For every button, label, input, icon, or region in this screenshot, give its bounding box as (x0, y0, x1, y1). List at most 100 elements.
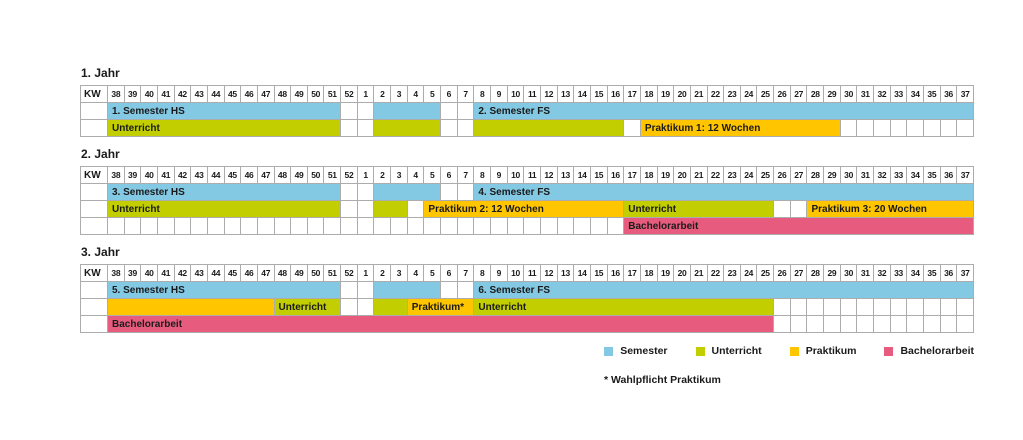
kw-week-cell: 8 (474, 265, 491, 281)
empty-cell (924, 316, 940, 332)
kw-week-cell: 47 (257, 265, 274, 281)
kw-week-cell: 6 (441, 265, 457, 281)
kw-label: KW (81, 86, 107, 102)
legend-label: Unterricht (711, 345, 762, 357)
legend-label: Praktikum (805, 345, 857, 357)
kw-week-cell: 16 (607, 167, 624, 183)
semester-row-label-cell (81, 184, 107, 200)
empty-cell (341, 218, 357, 234)
kw-week-cell: 52 (341, 86, 357, 102)
kw-week-cell: 33 (890, 167, 907, 183)
kw-week-cell: 42 (174, 265, 191, 281)
empty-cell (441, 282, 457, 298)
empty-cell (940, 316, 957, 332)
kw-week-cell: 24 (740, 265, 757, 281)
kw-week-cell: 21 (690, 265, 707, 281)
kw-week-cell: 2 (374, 86, 391, 102)
semester-bar: 2. Semester FS (474, 103, 973, 119)
kw-week-cell: 28 (807, 167, 824, 183)
kw-week-cell: 26 (774, 265, 790, 281)
empty-cell (790, 201, 807, 217)
unterricht-bar (374, 120, 441, 136)
kw-week-cell: 11 (524, 265, 540, 281)
kw-week-cell: 27 (790, 86, 807, 102)
kw-week-cell: 44 (207, 167, 224, 183)
kw-week-cell: 42 (174, 86, 191, 102)
kw-week-cell: 48 (274, 265, 291, 281)
kw-week-cell: 22 (707, 265, 724, 281)
empty-cell (341, 120, 357, 136)
kw-week-cell: 24 (740, 167, 757, 183)
empty-cell (457, 103, 474, 119)
kw-week-cell: 46 (241, 265, 257, 281)
kw-week-cell: 35 (924, 167, 940, 183)
bachelorarbeit-bar: Bachelorarbeit (624, 218, 973, 234)
kw-week-cell: 37 (957, 167, 973, 183)
kw-week-cell: 44 (207, 86, 224, 102)
kw-week-cell: 11 (524, 86, 540, 102)
kw-week-cell: 25 (757, 86, 774, 102)
empty-cell (174, 218, 191, 234)
kw-week-cell: 1 (357, 167, 374, 183)
kw-week-cell: 41 (157, 265, 174, 281)
kw-week-cell: 39 (124, 167, 141, 183)
kw-week-cell: 29 (824, 265, 840, 281)
kw-week-cell: 39 (124, 265, 141, 281)
year-1-title: 1. Jahr (81, 66, 120, 80)
kw-week-cell: 28 (807, 86, 824, 102)
kw-week-cell: 49 (291, 265, 307, 281)
empty-cell (857, 120, 874, 136)
kw-week-cell: 37 (957, 86, 973, 102)
kw-week-cell: 50 (307, 167, 324, 183)
kw-week-cell: 48 (274, 86, 291, 102)
empty-cell (874, 299, 890, 315)
empty-cell (824, 316, 840, 332)
kw-week-cell: 51 (324, 265, 341, 281)
kw-week-cell: 47 (257, 167, 274, 183)
kw-week-cell: 18 (640, 167, 657, 183)
kw-week-cell: 25 (757, 167, 774, 183)
kw-week-cell: 38 (108, 86, 124, 102)
kw-week-cell: 17 (624, 86, 640, 102)
kw-week-cell: 21 (690, 86, 707, 102)
kw-week-cell: 39 (124, 86, 141, 102)
empty-cell (357, 184, 374, 200)
kw-week-cell: 19 (657, 167, 674, 183)
kw-week-cell: 4 (407, 265, 424, 281)
empty-cell (457, 218, 474, 234)
empty-cell (224, 218, 241, 234)
empty-cell (774, 316, 790, 332)
empty-cell (957, 299, 973, 315)
year-3-title: 3. Jahr (81, 245, 120, 259)
praktikum-bar: Praktikum* (407, 299, 474, 315)
kw-week-cell: 41 (157, 167, 174, 183)
empty-cell (957, 120, 973, 136)
kw-week-cell: 49 (291, 86, 307, 102)
kw-week-cell: 9 (491, 86, 507, 102)
kw-week-cell: 32 (874, 86, 890, 102)
kw-week-cell: 6 (441, 86, 457, 102)
empty-cell (874, 316, 890, 332)
kw-week-cell: 13 (557, 86, 574, 102)
kw-week-cell: 30 (840, 167, 857, 183)
kw-week-cell: 43 (191, 167, 207, 183)
unterricht-bar (374, 299, 407, 315)
kw-week-cell: 34 (907, 265, 924, 281)
kw-week-cell: 2 (374, 265, 391, 281)
empty-cell (357, 218, 374, 234)
unterricht-bar: Unterricht (474, 299, 774, 315)
kw-week-cell: 9 (491, 265, 507, 281)
semester-bar (374, 282, 441, 298)
kw-week-cell: 22 (707, 86, 724, 102)
kw-week-cell: 4 (407, 86, 424, 102)
empty-cell (557, 218, 574, 234)
kw-week-cell: 9 (491, 167, 507, 183)
empty-cell (907, 316, 924, 332)
empty-cell (357, 120, 374, 136)
empty-cell (341, 299, 357, 315)
semester-bar (374, 103, 441, 119)
empty-cell (341, 282, 357, 298)
empty-cell (407, 218, 424, 234)
